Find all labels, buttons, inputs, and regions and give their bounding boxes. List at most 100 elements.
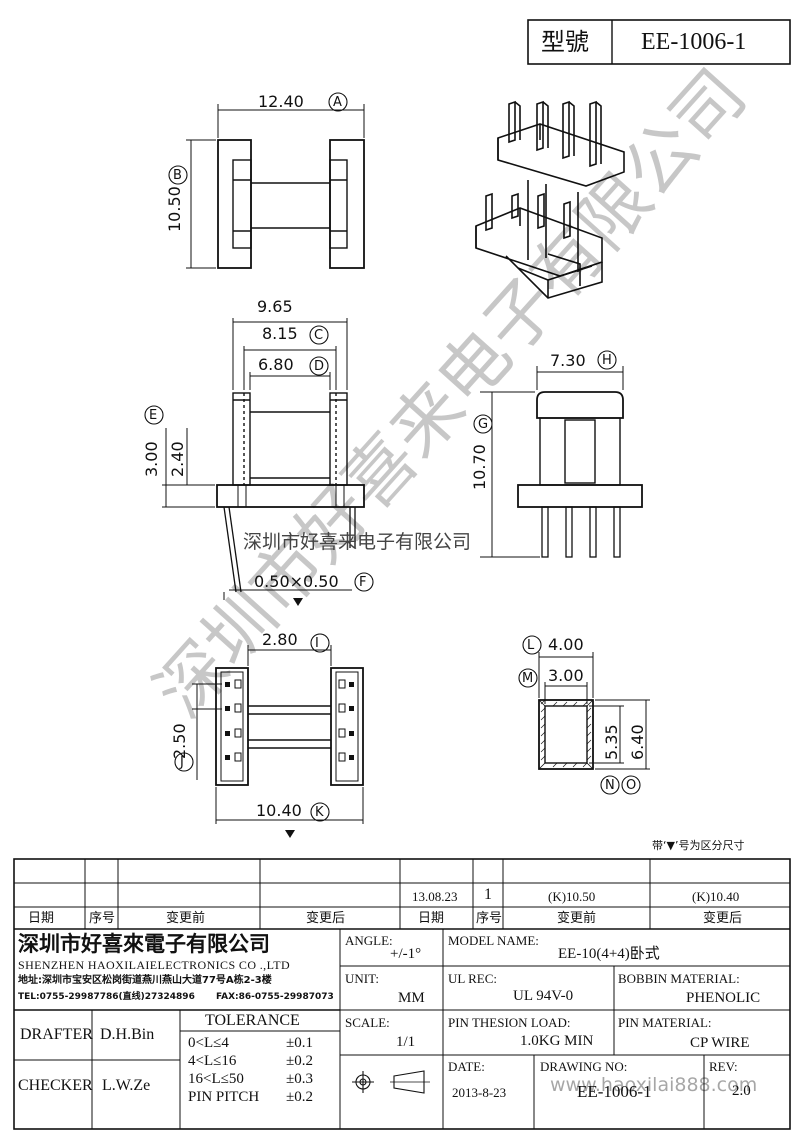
angle-value: +/-1° bbox=[390, 946, 422, 962]
unit-value: MM bbox=[398, 990, 425, 1006]
dim-m: 10.40 bbox=[256, 801, 302, 820]
model-name-value: EE-10(4+4)卧式 bbox=[558, 946, 660, 962]
scale-label: SCALE: bbox=[345, 1015, 390, 1030]
rev-h-seq-1: 序号 bbox=[89, 911, 116, 926]
circle-n: N bbox=[605, 778, 615, 793]
circle-d: D bbox=[314, 359, 325, 374]
tol-value-1: ±0.1 bbox=[286, 1035, 313, 1051]
tol-value-2: ±0.2 bbox=[286, 1053, 313, 1069]
rev-h-seq-2: 序号 bbox=[476, 911, 503, 926]
rev-h-after-2: 变更后 bbox=[703, 911, 743, 926]
date-label: DATE: bbox=[448, 1059, 485, 1074]
dim-j: 10.70 bbox=[470, 444, 489, 490]
drawing-no-value: EE-1006-1 bbox=[577, 1082, 652, 1101]
dim-q: 6.40 bbox=[628, 724, 647, 760]
pin-material-label: PIN MATERIAL: bbox=[618, 1015, 712, 1030]
rev-label: REV: bbox=[709, 1059, 738, 1074]
circle-m: M bbox=[522, 671, 534, 686]
bobbin-value: PHENOLIC bbox=[686, 990, 761, 1006]
dim-a: 12.40 bbox=[258, 92, 304, 111]
dim-g: 2.40 bbox=[168, 441, 187, 477]
dim-l: 2.50 bbox=[170, 723, 189, 759]
front-view bbox=[144, 318, 374, 606]
model-label: 型號 bbox=[541, 28, 589, 56]
date-value: 2013-8-23 bbox=[452, 1085, 507, 1100]
dim-i: 7.30 bbox=[550, 351, 586, 370]
dim-h: 0.50×0.50 bbox=[254, 572, 339, 591]
top-view bbox=[168, 92, 365, 269]
bottom-view bbox=[174, 633, 364, 838]
watermark-sub: 深圳市好喜来电子有限公司 bbox=[243, 531, 472, 553]
rev-after: (K)10.40 bbox=[692, 889, 740, 904]
dim-o: 3.00 bbox=[548, 666, 584, 685]
side-view bbox=[473, 350, 643, 558]
rev-h-date-1: 日期 bbox=[28, 911, 55, 926]
checker-name: L.W.Ze bbox=[102, 1077, 151, 1094]
dimension-note: 带‘▼’号为区分尺寸 bbox=[652, 839, 745, 852]
circle-c: C bbox=[314, 328, 324, 343]
tol-range-1: 0<L≤4 bbox=[188, 1035, 229, 1051]
angle-label: ANGLE: bbox=[345, 933, 393, 948]
rev-h-after-1: 变更后 bbox=[306, 911, 346, 926]
revision-table-lines bbox=[13, 858, 791, 1130]
circle-o: O bbox=[626, 778, 637, 793]
circle-l: L bbox=[527, 638, 535, 653]
circle-b: B bbox=[173, 168, 182, 183]
dim-f: 3.00 bbox=[142, 441, 161, 477]
pin-load-value: 1.0KG MIN bbox=[520, 1033, 594, 1049]
dim-b: 10.50 bbox=[165, 186, 184, 232]
tol-value-3: ±0.3 bbox=[286, 1071, 313, 1087]
tol-value-4: ±0.2 bbox=[286, 1089, 313, 1105]
company-name-cn: 深圳市好喜來電子有限公司 bbox=[18, 932, 270, 956]
tol-range-2: 4<L≤16 bbox=[188, 1053, 237, 1069]
rev-h-before-2: 变更前 bbox=[557, 911, 597, 926]
company-fax: FAX:86-0755-29987073 bbox=[216, 992, 334, 1002]
rev-before: (K)10.50 bbox=[548, 889, 596, 904]
circle-k: K bbox=[315, 805, 324, 820]
dim-n: 4.00 bbox=[548, 635, 584, 654]
circle-j: J bbox=[180, 755, 184, 770]
bobbin-label: BOBBIN MATERIAL: bbox=[618, 971, 740, 986]
dim-e: 6.80 bbox=[258, 355, 294, 374]
pin-load-label: PIN THESION LOAD: bbox=[448, 1015, 571, 1030]
isometric-view bbox=[475, 100, 625, 299]
circle-g: G bbox=[478, 417, 489, 432]
model-name-label: MODEL NAME: bbox=[448, 933, 539, 948]
model-number: EE-1006-1 bbox=[641, 29, 747, 55]
title-block-lines bbox=[14, 929, 790, 1129]
drawing-no-label: DRAWING NO: bbox=[540, 1059, 628, 1074]
scale-value: 1/1 bbox=[396, 1034, 416, 1050]
rev-seq: 1 bbox=[484, 886, 492, 903]
company-name-en: SHENZHEN HAOXILAIELECTRONICS CO .,LTD bbox=[18, 958, 291, 972]
circle-f: F bbox=[359, 575, 367, 590]
dim-k: 2.80 bbox=[262, 630, 298, 649]
rev-h-date-2: 日期 bbox=[418, 911, 445, 926]
tolerance-title: TOLERANCE bbox=[205, 1012, 300, 1029]
projection-symbol bbox=[352, 1070, 430, 1094]
rev-value: 2.0 bbox=[732, 1083, 751, 1099]
company-tel: TEL:0755-29987786(直线)27324896 bbox=[18, 992, 195, 1002]
circle-e: E bbox=[149, 408, 158, 423]
watermark-url: www.haoxilai888.com bbox=[550, 1074, 758, 1096]
checker-label: CHECKER bbox=[18, 1077, 93, 1094]
drafter-label: DRAFTER bbox=[20, 1026, 93, 1043]
dim-d: 8.15 bbox=[262, 324, 298, 343]
tol-range-4: PIN PITCH bbox=[188, 1089, 260, 1105]
unit-label: UNIT: bbox=[345, 971, 380, 986]
circle-a: A bbox=[333, 95, 342, 110]
company-address: 地址:深圳市宝安区松岗街道燕川燕山大道77号A栋2-3楼 bbox=[18, 975, 272, 986]
drafter-name: D.H.Bin bbox=[100, 1026, 155, 1043]
circle-i: I bbox=[315, 636, 319, 651]
tol-range-3: 16<L≤50 bbox=[188, 1071, 244, 1087]
ul-label: UL REC: bbox=[448, 971, 497, 986]
window-section bbox=[518, 635, 650, 795]
rev-date: 13.08.23 bbox=[412, 889, 458, 904]
pin-material-value: CP WIRE bbox=[690, 1035, 750, 1051]
ul-value: UL 94V-0 bbox=[513, 988, 574, 1004]
dim-p: 5.35 bbox=[602, 724, 621, 760]
rev-h-before-1: 变更前 bbox=[166, 911, 206, 926]
dim-c: 9.65 bbox=[257, 297, 293, 316]
circle-h: H bbox=[602, 353, 612, 368]
